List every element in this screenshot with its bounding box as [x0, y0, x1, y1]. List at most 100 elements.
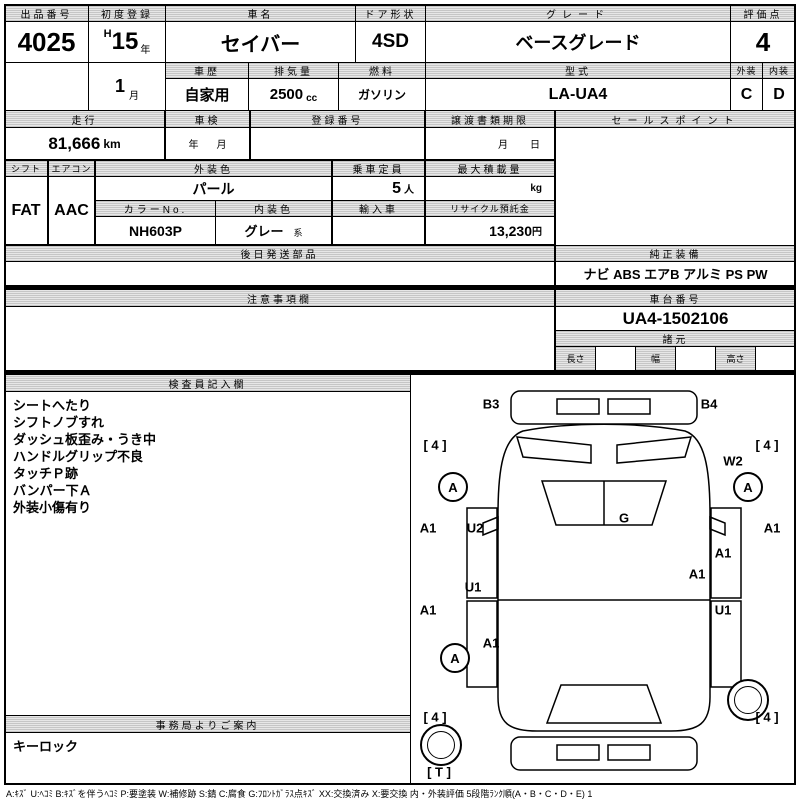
- sales-point-label: セールスポイント: [611, 115, 740, 127]
- inspector-note: ダッシュ板歪み・うき中: [13, 432, 157, 447]
- diagram-marker-A1: A1: [419, 520, 437, 536]
- shaken-month-placeholder: 月: [216, 140, 227, 151]
- height-value: [756, 347, 795, 370]
- exterior-score-value: C: [730, 78, 763, 111]
- int-color-label: 内装色: [254, 205, 293, 216]
- model-label: 型式: [565, 67, 591, 78]
- auction-no-label: 出品番号: [20, 9, 73, 21]
- car-name-header: 車名: [165, 4, 356, 22]
- section-divider-2: [4, 370, 796, 374]
- spec-dims-row: 長さ 幅 高さ: [555, 346, 796, 371]
- exterior-label: 外装: [736, 66, 757, 76]
- inspector-note: シートへたり: [13, 398, 92, 413]
- diagram-marker-W2: W2: [723, 453, 743, 469]
- first-reg-year-suffix: 年: [140, 45, 151, 56]
- caution-label: 注意事項欄: [247, 294, 312, 306]
- diagram-marker-4: [ 4 ]: [755, 437, 779, 453]
- door-label: ドア形状: [364, 9, 417, 21]
- mileage-label: 走行: [71, 115, 98, 127]
- mileage-header: 走行: [4, 110, 165, 128]
- office-label: 事務局よりご案内: [155, 720, 260, 732]
- office-note: キーロック: [13, 739, 79, 754]
- int-color-suffix: 系: [293, 228, 303, 238]
- interior-score-header: 内装: [762, 62, 796, 79]
- reg-no-header: 登録番号: [250, 110, 425, 128]
- inspector-note: 外装小傷有り: [13, 500, 92, 515]
- diagram-marker-A: A: [440, 643, 470, 673]
- grade-value: ベースグレード: [425, 21, 731, 63]
- exterior-score-header: 外装: [730, 62, 763, 79]
- diagram-marker-T: [ T ]: [427, 764, 451, 780]
- displacement-value-cell: 2500 cc: [248, 78, 339, 111]
- diagram-marker-A: A: [438, 472, 468, 502]
- first-reg-year-cell: H 15 年: [88, 21, 166, 63]
- displacement-unit: cc: [306, 93, 318, 104]
- ext-color-value: パール: [95, 176, 332, 201]
- transfer-deadline-header: 譲渡書類期限: [425, 110, 555, 128]
- max-load-value-cell: kg: [425, 176, 555, 201]
- sales-point-header: セールスポイント: [555, 110, 796, 128]
- diagram-marker-U1: U1: [464, 579, 482, 595]
- shift-value: FAT: [4, 176, 48, 245]
- caution-header: 注意事項欄: [4, 289, 555, 307]
- import-label: 輸入車: [359, 205, 398, 216]
- inspector-note: バンパー下Ａ: [13, 483, 92, 498]
- transfer-deadline-value-cell: 月 日: [425, 127, 555, 160]
- recycle-value-cell: 13,230 円: [425, 216, 555, 245]
- height-label: 高さ: [716, 347, 756, 370]
- chassis-header: 車台番号: [555, 289, 796, 307]
- width-value: [676, 347, 716, 370]
- grade-header: グレード: [425, 4, 731, 22]
- diagram-marker-A1: A1: [482, 635, 500, 651]
- first-reg-header: 初度登録: [88, 4, 166, 22]
- spec-header: 諸元: [555, 330, 796, 347]
- diagram-marker-4: [ 4 ]: [423, 709, 447, 725]
- inspector-note: タッチＰ跡: [13, 466, 79, 481]
- later-parts-label: 後日発送部品: [240, 250, 319, 261]
- recycle-unit: 円: [532, 227, 542, 238]
- car-outline-svg: [466, 390, 742, 771]
- diagram-marker-U1: U1: [714, 602, 732, 618]
- shaken-header: 車検: [165, 110, 250, 128]
- later-parts-value: [4, 261, 555, 286]
- mileage-value-cell: 81,666 km: [4, 127, 165, 160]
- shaken-label: 車検: [194, 115, 221, 127]
- diagram-marker-A1: A1: [419, 602, 437, 618]
- mileage-unit: km: [103, 136, 121, 151]
- transfer-day-placeholder: 日: [530, 140, 540, 151]
- caution-area: [4, 306, 555, 371]
- equipment-label: 純正装備: [649, 250, 702, 261]
- car-name-value: セイバー: [165, 21, 356, 63]
- history-label: 車歴: [194, 67, 220, 78]
- auction-no-value: 4025: [4, 21, 89, 63]
- max-load-label: 最大積載量: [457, 165, 523, 176]
- interior-score-value: D: [762, 78, 796, 111]
- mileage-value: 81,666: [48, 133, 101, 153]
- door-header: ドア形状: [355, 4, 426, 22]
- diagram-marker-tire: [420, 724, 462, 766]
- spec-label: 諸元: [662, 335, 689, 346]
- capacity-unit: 人: [404, 185, 414, 196]
- car-name-label: 車名: [247, 9, 274, 21]
- first-reg-month: 1: [114, 76, 125, 96]
- first-reg-month-suffix: 月: [129, 91, 139, 102]
- int-color-header: 内装色: [215, 200, 332, 217]
- fuel-label: 燃料: [369, 67, 395, 78]
- score-header: 評価点: [730, 4, 796, 22]
- first-reg-month-cell: 1 月: [88, 62, 166, 111]
- ext-color-label: 外装色: [194, 165, 233, 176]
- max-load-header: 最大積載量: [425, 160, 555, 177]
- recycle-header: リサイクル預託金: [425, 200, 555, 217]
- import-header: 輸入車: [332, 200, 425, 217]
- diagram-marker-A: A: [733, 472, 763, 502]
- diagram-marker-A1: A1: [763, 520, 781, 536]
- diagram-marker-A1: A1: [714, 545, 732, 561]
- recycle-label: リサイクル預託金: [450, 204, 530, 214]
- sales-point-area: [555, 127, 796, 246]
- grade-label: グレード: [546, 9, 610, 21]
- color-no-header: カラーNo.: [95, 200, 216, 217]
- length-label: 長さ: [556, 347, 596, 370]
- capacity-header: 乗車定員: [332, 160, 425, 177]
- auction-no-empty-cell: [4, 62, 89, 111]
